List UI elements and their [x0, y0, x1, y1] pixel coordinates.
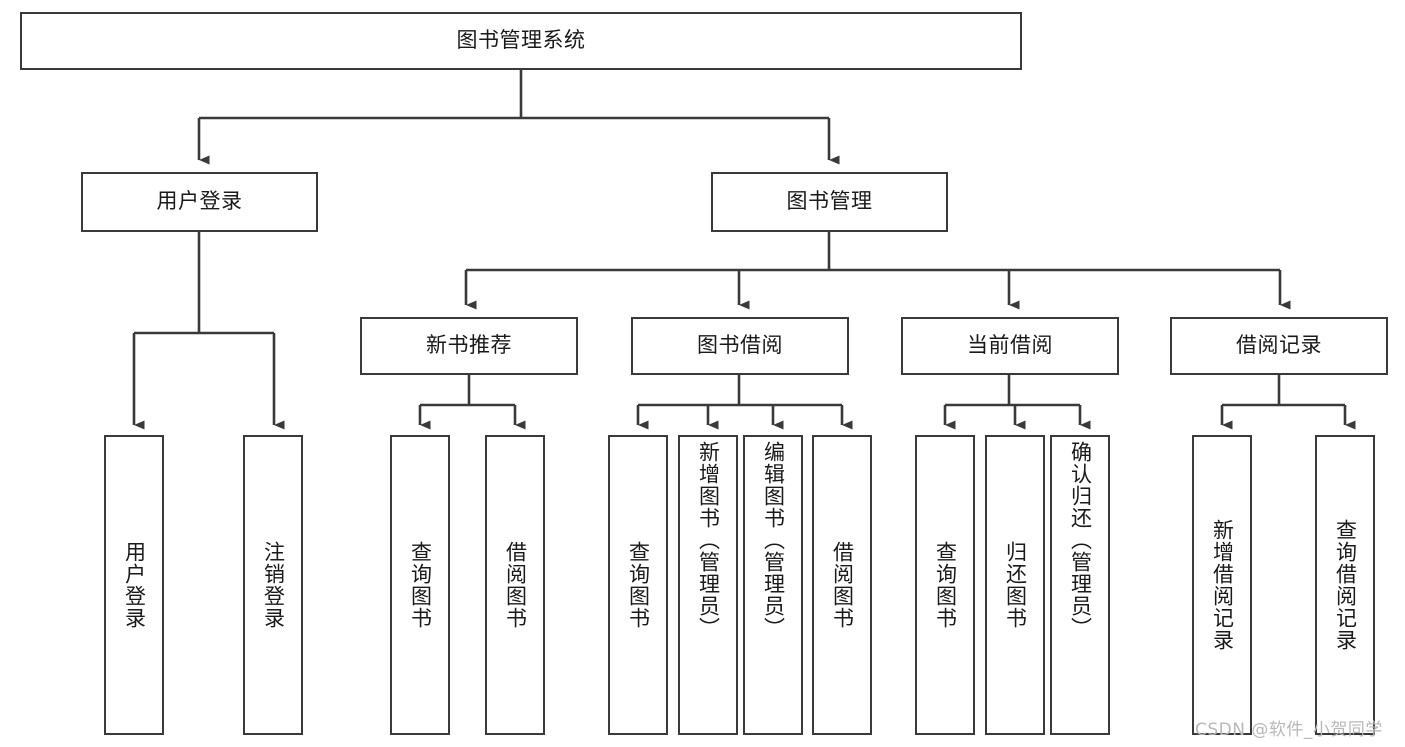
leaf-edit-book-admin-label: 编辑图书（管理员） — [761, 441, 786, 639]
node-book-borrow-label: 图书借阅 — [697, 333, 783, 358]
leaf-user-login-label: 用户登录 — [122, 541, 147, 629]
node-root-label: 图书管理系统 — [456, 28, 586, 53]
leaf-return-book-label: 归还图书 — [1003, 541, 1028, 629]
leaf-query-book-3[interactable]: 查询图书 — [915, 435, 975, 735]
leaf-return-book[interactable]: 归还图书 — [985, 435, 1045, 735]
node-borrow-record[interactable]: 借阅记录 — [1170, 317, 1388, 375]
node-book-management[interactable]: 图书管理 — [711, 172, 948, 232]
node-book-borrow[interactable]: 图书借阅 — [631, 317, 849, 375]
leaf-add-borrow-record[interactable]: 新增借阅记录 — [1192, 435, 1252, 735]
csdn-watermark: CSDN @软件_小贺同学 — [1195, 720, 1383, 740]
node-user-login[interactable]: 用户登录 — [81, 172, 318, 232]
node-new-book-recommend-label: 新书推荐 — [426, 333, 512, 358]
leaf-borrow-book-2[interactable]: 借阅图书 — [812, 435, 872, 735]
leaf-confirm-return-admin-label: 确认归还（管理员） — [1068, 441, 1093, 639]
leaf-query-book-3-label: 查询图书 — [933, 541, 958, 629]
leaf-logout-login-label: 注销登录 — [261, 541, 286, 629]
node-new-book-recommend[interactable]: 新书推荐 — [360, 317, 578, 375]
leaf-query-book-1-label: 查询图书 — [408, 541, 433, 629]
node-book-management-label: 图书管理 — [786, 189, 873, 214]
node-user-login-label: 用户登录 — [156, 189, 243, 214]
leaf-add-book-admin[interactable]: 新增图书（管理员） — [678, 435, 738, 735]
leaf-add-book-admin-label: 新增图书（管理员） — [696, 441, 721, 639]
node-borrow-record-label: 借阅记录 — [1236, 333, 1322, 358]
leaf-borrow-book-1-label: 借阅图书 — [503, 541, 528, 629]
node-root[interactable]: 图书管理系统 — [20, 12, 1022, 70]
leaf-user-login[interactable]: 用户登录 — [104, 435, 164, 735]
leaf-query-book-2-label: 查询图书 — [626, 541, 651, 629]
leaf-edit-book-admin[interactable]: 编辑图书（管理员） — [743, 435, 803, 735]
leaf-borrow-book-1[interactable]: 借阅图书 — [485, 435, 545, 735]
leaf-borrow-book-2-label: 借阅图书 — [830, 541, 855, 629]
node-current-borrow[interactable]: 当前借阅 — [901, 317, 1119, 375]
leaf-query-book-2[interactable]: 查询图书 — [608, 435, 668, 735]
leaf-query-borrow-record-label: 查询借阅记录 — [1333, 519, 1358, 651]
leaf-logout-login[interactable]: 注销登录 — [243, 435, 303, 735]
leaf-query-borrow-record[interactable]: 查询借阅记录 — [1315, 435, 1375, 735]
leaf-confirm-return-admin[interactable]: 确认归还（管理员） — [1050, 435, 1110, 735]
leaf-add-borrow-record-label: 新增借阅记录 — [1210, 519, 1235, 651]
leaf-query-book-1[interactable]: 查询图书 — [390, 435, 450, 735]
node-current-borrow-label: 当前借阅 — [967, 333, 1053, 358]
